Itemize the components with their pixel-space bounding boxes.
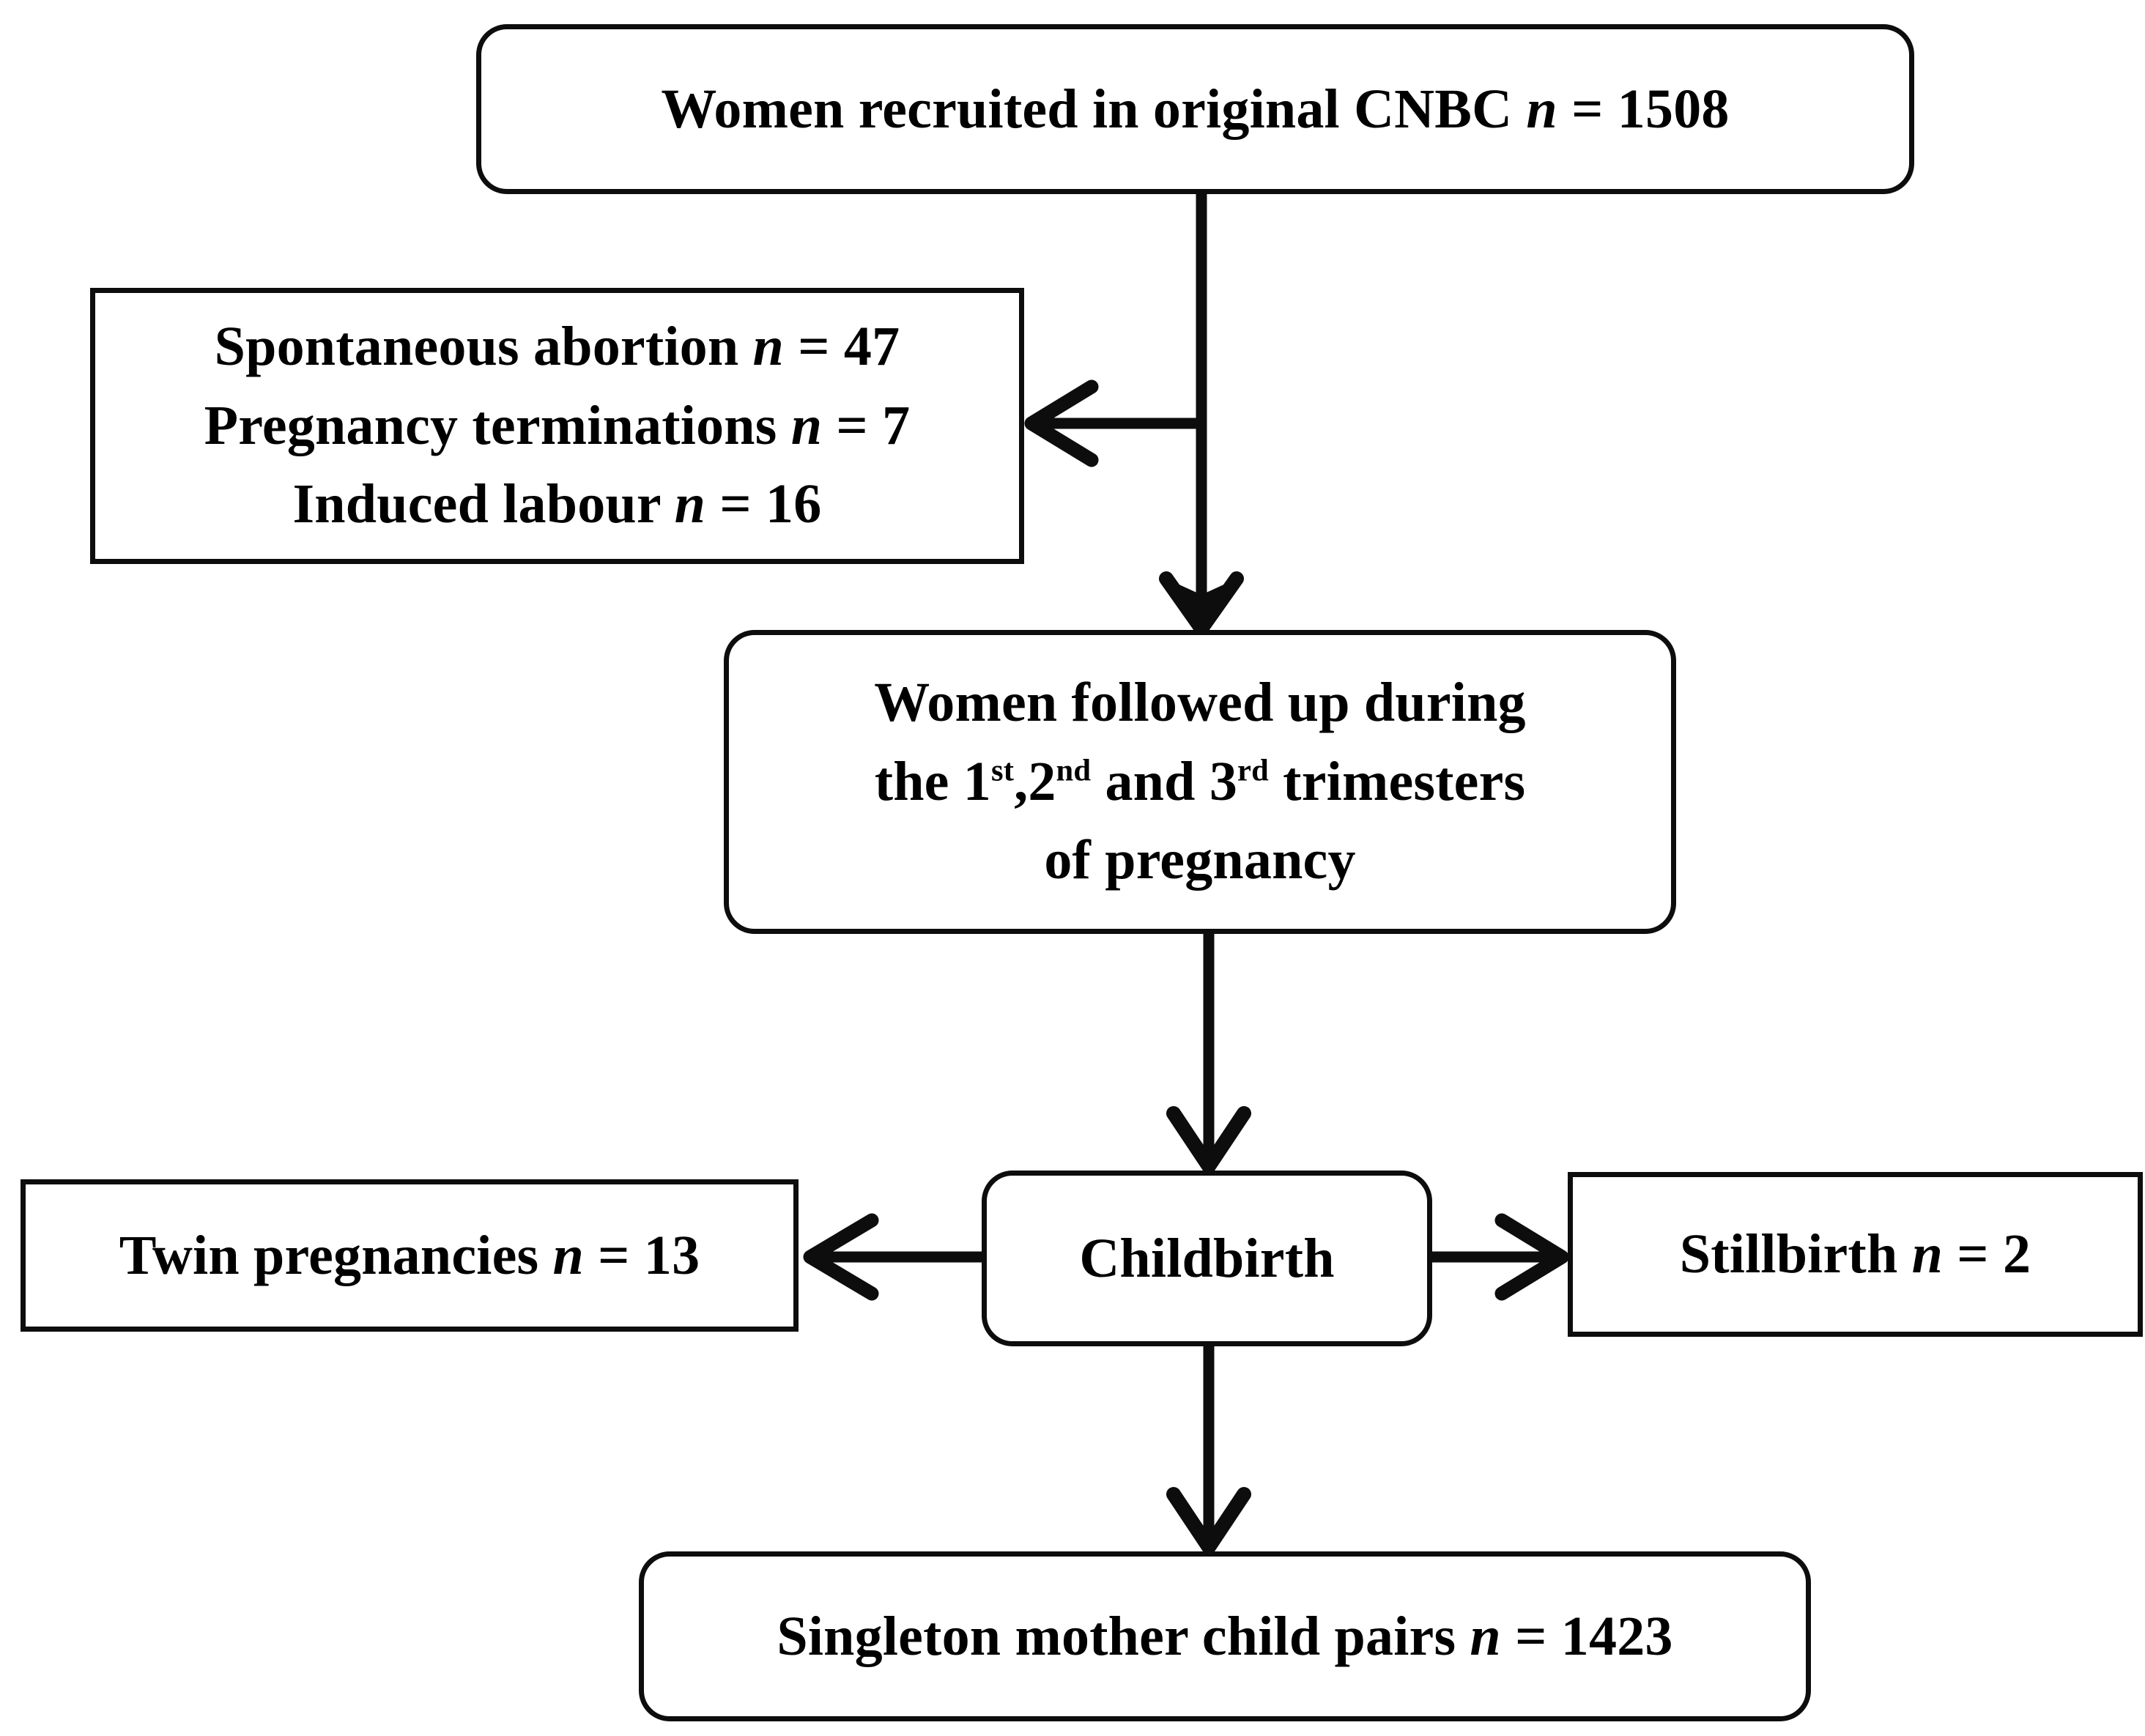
followup-line-3: of pregnancy <box>1044 829 1356 891</box>
stat-symbol-n: n <box>1526 78 1557 140</box>
edge-childbirth-to-stillbirth <box>1432 1213 1569 1301</box>
stat-symbol-n: n <box>552 1224 584 1286</box>
node-women-recruited[interactable]: Women recruited in original CNBC n = 150… <box>476 24 1914 194</box>
node-singleton-mother-child-pairs[interactable]: Singleton mother child pairs n = 1423 <box>639 1551 1811 1721</box>
node-women-followed-up[interactable]: Women followed up during the 1st,2nd and… <box>724 630 1676 934</box>
followup-line-1: Women followed up during <box>874 671 1526 733</box>
node-singleton-mother-child-pairs-label: Singleton mother child pairs n = 1423 <box>777 1605 1673 1667</box>
exclusion-line-pregnancy-terminations: Pregnancy terminations n = 7 <box>204 394 911 456</box>
node-twin-pregnancies-label: Twin pregnancies n = 13 <box>119 1224 700 1286</box>
edge-childbirth-to-twin <box>803 1213 982 1301</box>
ordinal-suffix-st: st <box>991 753 1015 788</box>
node-childbirth[interactable]: Childbirth <box>982 1171 1432 1346</box>
node-stillbirth-label: Stillbirth n = 2 <box>1679 1223 2031 1286</box>
node-women-recruited-label: Women recruited in original CNBC n = 150… <box>661 78 1730 140</box>
edge-recruited-to-followup <box>1159 194 1244 636</box>
node-exclusions-label: Spontaneous abortion n = 47 Pregnancy te… <box>188 308 927 545</box>
node-twin-pregnancies[interactable]: Twin pregnancies n = 13 <box>21 1179 799 1332</box>
edge-followup-to-childbirth <box>1166 934 1251 1173</box>
edge-childbirth-to-singleton <box>1166 1346 1251 1554</box>
ordinal-suffix-rd: rd <box>1237 753 1269 788</box>
stat-symbol-n: n <box>790 394 823 456</box>
node-women-followed-up-label: Women followed up during the 1st,2nd and… <box>858 664 1542 901</box>
node-childbirth-label: Childbirth <box>1079 1227 1335 1289</box>
stat-symbol-n: n <box>674 473 706 535</box>
edge-recruited-to-exclusions <box>1024 379 1201 467</box>
exclusion-line-induced-labour: Induced labour n = 16 <box>292 473 822 535</box>
ordinal-suffix-nd: nd <box>1056 753 1092 788</box>
stat-symbol-n: n <box>752 315 784 377</box>
stat-symbol-n: n <box>1470 1605 1501 1667</box>
followup-line-2: the 1st,2nd and 3rd trimesters <box>874 750 1526 812</box>
stat-symbol-n: n <box>1911 1223 1944 1286</box>
node-exclusions[interactable]: Spontaneous abortion n = 47 Pregnancy te… <box>90 288 1024 564</box>
exclusion-line-spontaneous-abortion: Spontaneous abortion n = 47 <box>214 315 900 377</box>
node-stillbirth[interactable]: Stillbirth n = 2 <box>1568 1172 2143 1337</box>
